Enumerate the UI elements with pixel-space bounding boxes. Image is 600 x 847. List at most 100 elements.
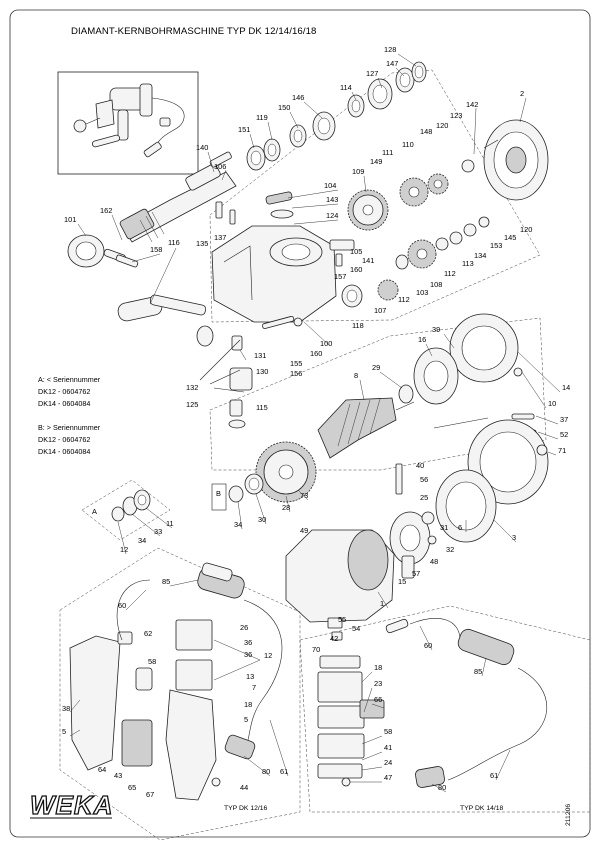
callout-80-b: 80 xyxy=(438,783,446,792)
type-label-14-18: TYP DK 14/18 xyxy=(460,805,504,812)
callout-105: 105 xyxy=(350,247,362,256)
callout-65: 65 xyxy=(128,783,136,792)
callout-130: 130 xyxy=(256,367,268,376)
callout-16: 16 xyxy=(418,335,426,344)
callout-39: 39 xyxy=(432,325,440,334)
callout-156: 156 xyxy=(290,369,302,378)
serial-notes: A: < Seriennummer DK12 - 0604762 DK14 - … xyxy=(38,375,101,456)
callout-106: 106 xyxy=(214,162,226,171)
callout-115: 115 xyxy=(256,403,268,412)
side-handle xyxy=(67,234,214,347)
section-handle-12-16 xyxy=(59,547,301,841)
variant-b-box xyxy=(211,483,227,511)
callout-148: 148 xyxy=(420,127,432,136)
callout-14: 14 xyxy=(562,383,570,392)
page-border xyxy=(9,9,591,838)
callout-34-a: 34 xyxy=(234,520,242,529)
callout-158: 158 xyxy=(150,245,162,254)
callout-31: 31 xyxy=(440,523,448,532)
callout-25: 25 xyxy=(420,493,428,502)
callout-107: 107 xyxy=(374,306,386,315)
callout-149: 149 xyxy=(370,157,382,166)
callout-147: 147 xyxy=(386,59,398,68)
callout-12-b: 12 xyxy=(264,651,272,660)
callout-61-b: 61 xyxy=(490,771,498,780)
note-a-dk12: DK12 - 0604762 xyxy=(38,387,90,396)
spindle-assembly xyxy=(119,151,237,243)
document-number: 211206 xyxy=(565,804,572,826)
callout-70: 70 xyxy=(312,645,320,654)
callout-56: 56 xyxy=(420,475,428,484)
note-a-header: A: < Seriennummer xyxy=(38,375,101,384)
callout-13: 13 xyxy=(246,672,254,681)
brush-holders xyxy=(199,339,253,429)
callout-118: 118 xyxy=(352,321,364,330)
callout-62: 62 xyxy=(144,629,152,638)
callout-57: 57 xyxy=(412,569,420,578)
callout-2: 2 xyxy=(520,89,524,98)
inset-machine-drawing xyxy=(73,83,185,158)
note-b-dk14: DK14 - 0604084 xyxy=(38,447,90,456)
callout-36-b: 36 xyxy=(244,650,252,659)
callout-24: 24 xyxy=(384,758,392,767)
callout-8: 8 xyxy=(354,371,358,380)
callout-143: 143 xyxy=(326,195,338,204)
callout-80-a: 80 xyxy=(262,767,270,776)
callout-54: 54 xyxy=(352,624,360,633)
callout-15: 15 xyxy=(398,577,406,586)
section-gear-head xyxy=(57,61,549,429)
callout-28: 28 xyxy=(282,503,290,512)
callout-160-a: 160 xyxy=(350,265,362,274)
callout-135: 135 xyxy=(196,239,208,248)
callout-116: 116 xyxy=(168,238,180,247)
callout-112-b: 112 xyxy=(398,295,410,304)
callout-112-a: 112 xyxy=(444,269,456,278)
callout-109: 109 xyxy=(352,167,364,176)
callout-104: 104 xyxy=(324,181,336,190)
callout-108: 108 xyxy=(430,280,442,289)
callout-120-lower: 120 xyxy=(520,225,532,234)
callout-58-a: 58 xyxy=(148,657,156,666)
callout-41: 41 xyxy=(384,743,392,752)
callout-43: 43 xyxy=(114,771,122,780)
callout-125: 125 xyxy=(186,400,198,409)
callout-73: 73 xyxy=(300,491,308,500)
callout-67: 67 xyxy=(146,790,154,799)
callout-132: 132 xyxy=(186,383,198,392)
callout-110: 110 xyxy=(402,140,414,149)
callout-111: 111 xyxy=(382,148,393,157)
callout-32: 32 xyxy=(446,545,454,554)
callout-151: 151 xyxy=(238,125,250,134)
callout-60-a: 60 xyxy=(118,601,126,610)
gear-set xyxy=(341,159,490,308)
callout-5-a: 5 xyxy=(244,715,248,724)
diagram-title: DIAMANT-KERNBOHRMASCHINE TYP DK 12/14/16… xyxy=(71,26,316,37)
armature xyxy=(317,397,415,459)
callout-33: 33 xyxy=(154,527,162,536)
callout-124: 124 xyxy=(326,211,338,220)
callout-18-b: 18 xyxy=(374,663,382,672)
callout-141: 141 xyxy=(362,256,374,265)
gear-housing xyxy=(211,191,337,323)
callout-37: 37 xyxy=(560,415,568,424)
callout-36-a: 36 xyxy=(244,638,252,647)
callout-44: 44 xyxy=(240,783,248,792)
callout-145: 145 xyxy=(504,233,516,242)
callout-38: 38 xyxy=(62,704,70,713)
callout-7: 7 xyxy=(252,683,256,692)
callout-60-b: 60 xyxy=(424,641,432,650)
callout-153: 153 xyxy=(490,241,502,250)
end-cover xyxy=(483,119,549,201)
callout-146: 146 xyxy=(292,93,304,102)
callout-155: 155 xyxy=(290,359,302,368)
note-a-dk14: DK14 - 0604084 xyxy=(38,399,90,408)
callout-12-a: 12 xyxy=(120,545,128,554)
callout-34-b: 34 xyxy=(138,536,146,545)
callout-160-b: 160 xyxy=(310,349,322,358)
note-b-header: B: > Seriennummer xyxy=(38,423,101,432)
callout-3: 3 xyxy=(512,533,516,542)
callout-134: 134 xyxy=(474,251,486,260)
section-motor-housing xyxy=(285,463,497,641)
callout-29: 29 xyxy=(372,363,380,372)
